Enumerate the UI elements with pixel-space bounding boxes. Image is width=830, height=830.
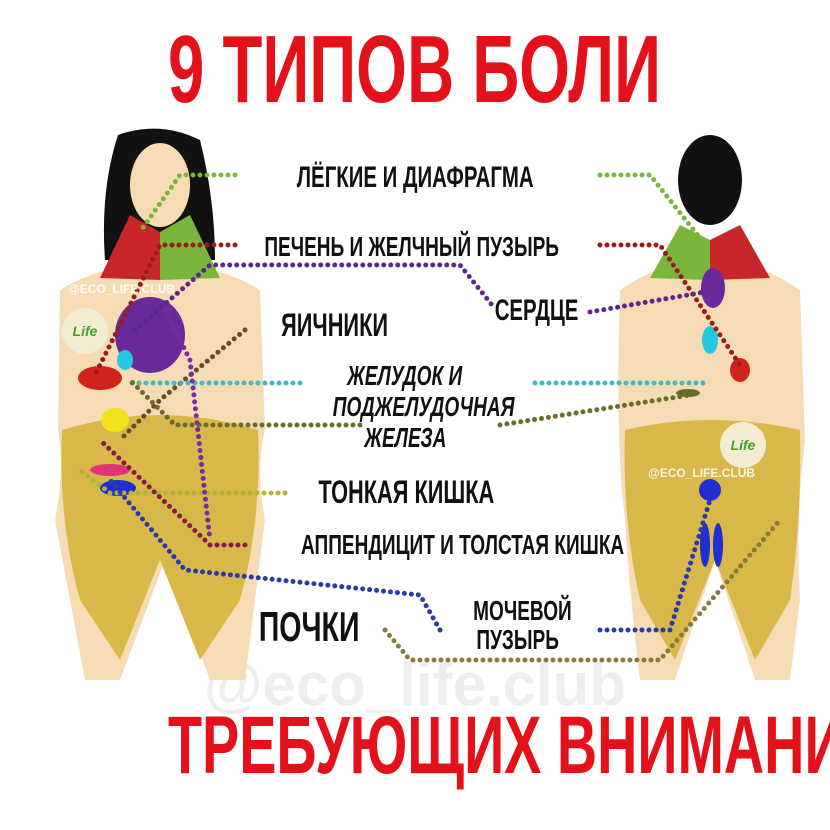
small-intestine-line (77, 467, 288, 496)
pancreas-line-left (127, 377, 363, 428)
male-pancreas (676, 389, 700, 397)
life-logo-right: Life (720, 422, 766, 468)
male-liver (730, 358, 750, 382)
male-neck-right (710, 225, 770, 280)
label-kidneys: ПОЧКИ (258, 603, 360, 650)
label-lungs: ЛЁГКИЕ И ДИАФРАГМА (296, 161, 534, 194)
label-ovaries: ЯИЧНИКИ (281, 307, 389, 343)
male-kidney-right (713, 523, 723, 567)
label-stomach-1: ЖЕЛУДОК И (347, 360, 463, 391)
female-neck-left (100, 215, 160, 280)
lungs-line-right (597, 172, 703, 241)
bladder-line-right (597, 497, 713, 633)
female-pelvis (61, 415, 259, 660)
female-face (130, 143, 190, 227)
life-logo-left: Life (62, 308, 108, 354)
female-figure (55, 128, 265, 680)
lungs-line-left (137, 172, 238, 235)
label-bladder-2: ПУЗЫРЬ (476, 624, 559, 655)
heart-arm-line (162, 307, 213, 543)
male-head (678, 135, 742, 225)
female-ovary (90, 464, 130, 476)
female-liver (78, 366, 122, 390)
male-neck-left (650, 225, 710, 280)
male-heart (701, 268, 725, 308)
male-pelvis (624, 420, 801, 660)
label-appendix: АППЕНДИЦИТ И ТОЛСТАЯ КИШКА (301, 529, 625, 560)
male-figure (618, 135, 805, 680)
bladder-line-left (107, 477, 443, 633)
female-stomach (117, 350, 133, 370)
male-kidney-left (700, 523, 710, 567)
appendix-line (97, 437, 248, 548)
label-small-intestine: ТОНКАЯ КИШКА (318, 474, 495, 510)
label-stomach-2: ПОДЖЕЛУДОЧНАЯ (332, 391, 515, 422)
watermark-main: @eco_life.club (204, 651, 626, 718)
kidneys-line (382, 517, 783, 663)
female-neck-right (160, 215, 220, 280)
liver-line-left (92, 242, 238, 378)
ovaries-line (117, 327, 248, 443)
male-stomach (702, 326, 718, 354)
title-bottom: ТРЕБУЮЩИХ ВНИМАНИЕ (167, 700, 830, 791)
label-liver: ПЕЧЕНЬ И ЖЕЛЧНЫЙ ПУЗЫРЬ (264, 231, 559, 262)
leader-lines (77, 172, 783, 663)
female-small-intestine (101, 408, 129, 432)
label-heart: СЕРДЦЕ (494, 294, 579, 327)
title-top: 9 ТИПОВ БОЛИ (168, 16, 662, 123)
heart-line-left (132, 262, 495, 333)
watermark-small-left: @ECO_LIFE.CLUB (68, 282, 176, 296)
liver-line-right (597, 242, 743, 368)
label-stomach-3: ЖЕЛЕЗА (363, 422, 447, 453)
watermark-small-right: @ECO_LIFE.CLUB (648, 466, 756, 480)
heart-line-right (587, 289, 708, 315)
label-bladder-1: МОЧЕВОЙ (473, 595, 572, 626)
male-bladder (699, 479, 721, 501)
pancreas-line-right (497, 392, 693, 428)
